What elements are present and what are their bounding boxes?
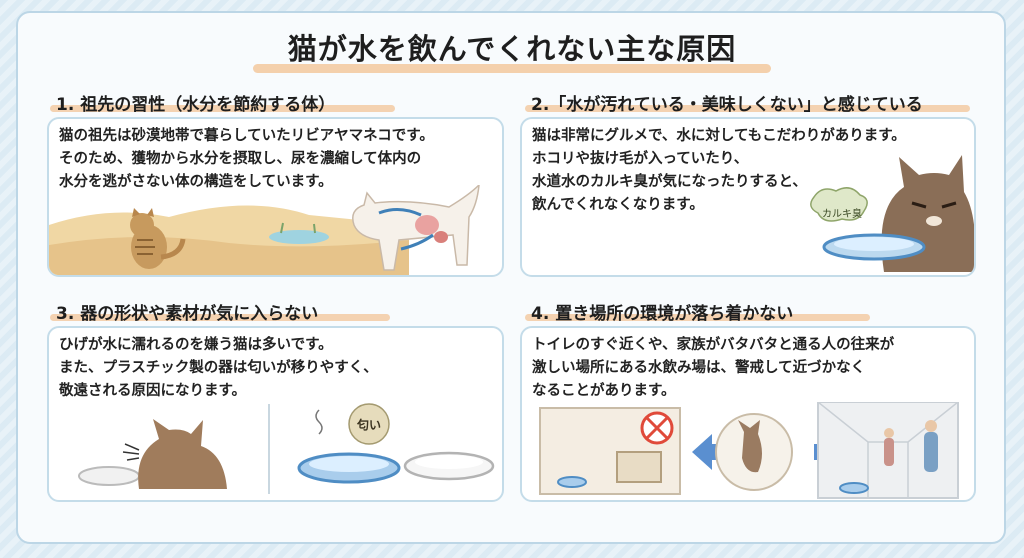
section-4-card: トイレのすぐ近くや、家族がバタバタと通る人の往来が 激しい場所にある水飲み場は、… xyxy=(520,326,976,502)
section-4-body: トイレのすぐ近くや、家族がバタバタと通る人の往来が 激しい場所にある水飲み場は、… xyxy=(532,337,895,399)
section-1-body: 猫の祖先は砂漠地帯で暮らしていたリビアヤマネコです。 そのため、獲物から水分を摂… xyxy=(59,128,434,190)
odor-label: 匂い xyxy=(356,417,381,432)
section-3-heading: 3. 器の形状や素材が気に入らない xyxy=(56,304,319,324)
bowl-illustration: 匂い xyxy=(78,403,495,494)
chlorine-smell-label: カルキ臭 xyxy=(822,207,862,220)
grumpy-cat-illustration: カルキ臭 xyxy=(810,155,974,272)
page-title: 猫が水を飲んでくれない主な原因 xyxy=(287,32,737,66)
arrow-left-icon xyxy=(692,434,736,470)
title-underline xyxy=(253,64,771,73)
desert-cat-illustration xyxy=(49,185,480,275)
section-4-underline xyxy=(525,314,870,321)
section-4-heading: 4. 置き場所の環境が落ち着かない xyxy=(531,304,794,324)
section-3-underline xyxy=(50,314,390,321)
section-3-card: ひげが水に濡れるのを嫌う猫は多いです。 また、プラスチック製の器は匂いが移りやす… xyxy=(47,326,504,502)
section-2-heading: 2.「水が汚れている・美味しくない」と感じている xyxy=(531,95,923,115)
section-1-heading: 1. 祖先の習性（水分を節約する体） xyxy=(56,95,336,115)
section-2-body: 猫は非常にグルメで、水に対してもこだわりがあります。 ホコリや抜け毛が入っていた… xyxy=(532,128,906,213)
section-1-underline xyxy=(50,105,395,112)
section-1-card: 猫の祖先は砂漠地帯で暮らしていたリビアヤマネコです。 そのため、獲物から水分を摂… xyxy=(47,117,504,277)
section-3-body: ひげが水に濡れるのを嫌う猫は多いです。 また、プラスチック製の器は匂いが移りやす… xyxy=(59,337,378,399)
section-2-underline xyxy=(525,105,970,112)
environment-illustration xyxy=(539,402,959,499)
section-2-card: 猫は非常にグルメで、水に対してもこだわりがあります。 ホコリや抜け毛が入っていた… xyxy=(520,117,976,277)
sitting-cat xyxy=(138,419,227,489)
